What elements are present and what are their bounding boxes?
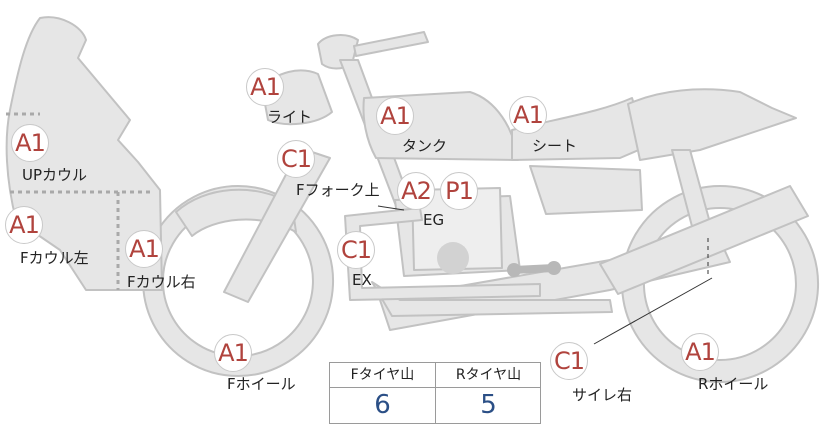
part-label-eg: EG xyxy=(423,211,445,229)
tread-table-divider xyxy=(435,363,436,423)
grade-badge-eg-p: P1 xyxy=(440,172,478,210)
part-label-silencer-right: サイレ右 xyxy=(572,386,633,404)
grade-badge-seat: A1 xyxy=(509,96,547,134)
exhaust-pipe-shape xyxy=(344,207,541,301)
engine-cover xyxy=(437,242,469,274)
part-label-seat: シート xyxy=(532,137,578,155)
rear-fender-shape xyxy=(529,165,643,215)
part-label-fwheel: Fホイール xyxy=(227,375,296,393)
grade-badge-rwheel: A1 xyxy=(681,333,719,371)
front-fork-shape xyxy=(223,147,331,303)
grade-badge-fwheel: A1 xyxy=(214,334,252,372)
front-tread-header: Fタイヤ山 xyxy=(330,363,435,388)
handlebar-bar xyxy=(353,31,429,57)
part-label-tank: タンク xyxy=(402,137,448,155)
muffler-shape xyxy=(599,185,809,295)
front-cowl-shape xyxy=(5,16,163,291)
part-label-ex: EX xyxy=(352,271,372,289)
grade-badge-light: A1 xyxy=(246,68,284,106)
tail-cowl-shape xyxy=(627,88,797,161)
part-label-fcowl-right: Fカウル右 xyxy=(127,273,196,291)
grade-badge-ffork: C1 xyxy=(277,140,315,178)
grade-badge-fcowl-left: A1 xyxy=(5,206,43,244)
front-tread-value: 6 xyxy=(374,390,391,420)
grade-badge-ex: C1 xyxy=(337,231,375,269)
ffork-leader-line xyxy=(377,205,405,211)
grade-badge-eg-a: A2 xyxy=(397,172,435,210)
grade-badge-upcowl: A1 xyxy=(11,124,49,162)
part-label-rwheel: Rホイール xyxy=(698,375,769,393)
part-label-light: ライト xyxy=(267,108,313,126)
grade-badge-silencer-right: C1 xyxy=(550,342,588,380)
grade-badge-fcowl-right: A1 xyxy=(125,230,163,268)
rear-tread-value: 5 xyxy=(480,390,497,420)
part-label-upcowl: UPカウル xyxy=(22,166,88,184)
part-label-ffork: Fフォーク上 xyxy=(296,181,380,199)
silencer-leader-line xyxy=(593,277,713,345)
rear-tread-header: Rタイヤ山 xyxy=(436,363,541,388)
grade-badge-tank: A1 xyxy=(376,97,414,135)
tire-tread-table: Fタイヤ山 Rタイヤ山 6 5 xyxy=(329,362,541,424)
part-label-fcowl-left: Fカウル左 xyxy=(20,249,89,267)
